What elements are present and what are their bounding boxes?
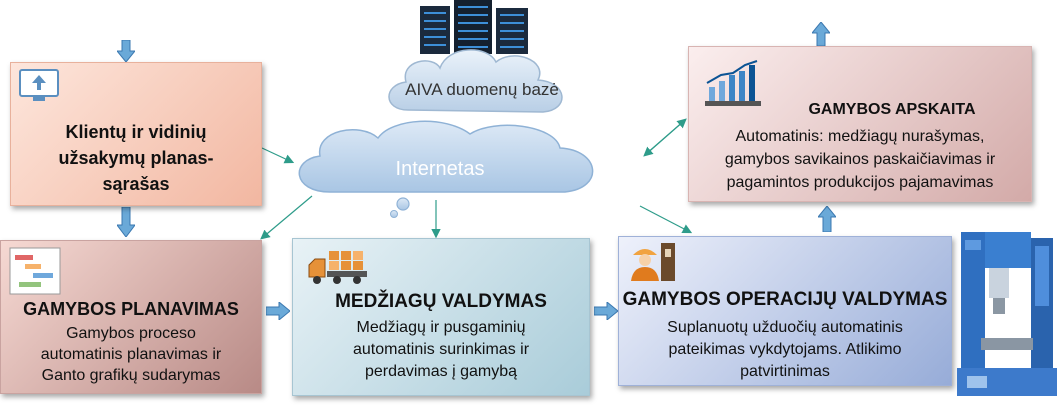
orders-title-line: užsakymų planas-	[58, 148, 214, 168]
operations-desc-line: pateikimas vykdytojams. Atlikimo	[668, 341, 902, 358]
materials-box: MEDŽIAGŲ VALDYMAS Medžiagų ir pusgaminių…	[292, 238, 590, 396]
arrow-down-icon	[117, 207, 135, 237]
operations-desc-line: patvirtinimas	[740, 363, 830, 380]
materials-desc-line: Medžiagų ir pusgaminių	[356, 319, 526, 336]
orders-title: Klientų ir vidinių užsakymų planas- sąra…	[11, 119, 261, 197]
worker-icon	[631, 243, 675, 281]
upload-monitor-icon	[19, 69, 59, 101]
cnc-machine-icon	[957, 232, 1057, 396]
operations-desc: Suplanuotų užduočių automatinis pateikim…	[619, 317, 951, 383]
accounting-desc-line: gamybos savikainos paskaičiavimas ir	[724, 151, 996, 168]
accounting-desc-line: Automatinis: medžiagų nurašymas,	[735, 128, 985, 145]
arrow-right-icon	[266, 302, 290, 320]
accounting-desc: Automatinis: medžiagų nurašymas, gamybos…	[689, 125, 1031, 194]
gantt-chart-icon	[9, 247, 61, 295]
materials-desc: Medžiagų ir pusgaminių automatinis surin…	[293, 317, 589, 383]
planning-desc-line: Ganto grafikų sudarymas	[41, 367, 221, 384]
delivery-truck-icon	[308, 251, 367, 284]
accounting-desc-line: pagamintos produkcijos pajamavimas	[726, 174, 994, 191]
server-rack-icon	[420, 0, 528, 54]
orders-box: Klientų ir vidinių užsakymų planas- sąra…	[10, 62, 262, 206]
arrow-down-icon	[117, 40, 135, 62]
planning-box: GAMYBOS PLANAVIMAS Gamybos proceso autom…	[0, 240, 262, 394]
internet-label: Internetas	[395, 158, 485, 180]
operations-desc-line: Suplanuotų užduočių automatinis	[667, 319, 903, 336]
growth-chart-icon	[705, 60, 761, 106]
planning-desc: Gamybos proceso automatinis planavimas i…	[1, 323, 261, 386]
arrow-right-icon	[594, 302, 618, 320]
accounting-box: GAMYBOS APSKAITA Automatinis: medžiagų n…	[688, 46, 1032, 202]
planning-desc-line: automatinis planavimas ir	[40, 346, 222, 363]
operations-box: GAMYBOS OPERACIJŲ VALDYMAS Suplanuotų už…	[618, 236, 952, 386]
arrow-up-icon	[812, 22, 830, 46]
database-cloud	[388, 49, 563, 113]
database-label: AIVA duomenų bazė	[405, 80, 559, 99]
materials-title: MEDŽIAGŲ VALDYMAS	[335, 291, 547, 312]
orders-title-line: sąrašas	[102, 174, 170, 194]
arrow-up-icon	[818, 206, 836, 232]
accounting-title: GAMYBOS APSKAITA	[808, 101, 976, 118]
orders-title-line: Klientų ir vidinių	[65, 122, 207, 142]
materials-desc-line: perdavimas į gamybą	[364, 363, 518, 380]
planning-desc-line: Gamybos proceso	[66, 325, 196, 342]
materials-desc-line: automatinis surinkimas ir	[352, 341, 530, 358]
planning-title: GAMYBOS PLANAVIMAS	[23, 299, 239, 319]
operations-title: GAMYBOS OPERACIJŲ VALDYMAS	[622, 289, 948, 310]
